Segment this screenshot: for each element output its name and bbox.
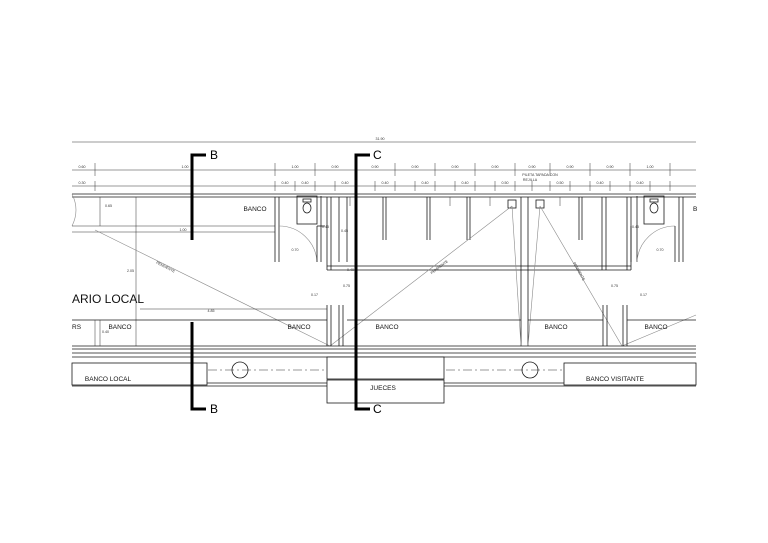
dim-text: 0.50 bbox=[557, 181, 564, 185]
dim-text: 4.85 bbox=[208, 309, 215, 313]
dim-text: 0.17 bbox=[640, 293, 647, 297]
dim-text: 1.00 bbox=[647, 165, 654, 169]
section-c-label: C bbox=[373, 148, 382, 162]
banco-label: BANCO bbox=[644, 324, 667, 331]
dim-text: 0.40 bbox=[282, 181, 289, 185]
dim-text: 0.90 bbox=[372, 165, 379, 169]
door-swing-icon bbox=[278, 225, 318, 263]
drain-callout: PILETA TAPADA CON REJILLA bbox=[522, 173, 558, 182]
dim-text: 0.65 bbox=[105, 204, 112, 208]
room-label: ARIO LOCAL bbox=[72, 292, 144, 306]
dim-text: 0.70 bbox=[657, 248, 664, 252]
banco-local-label: BANCO LOCAL bbox=[85, 376, 132, 383]
pileta-label: PILETA TAPADA CON bbox=[522, 173, 558, 177]
overall-dimension-text: 31.90 bbox=[376, 137, 385, 141]
dim-text: 0.90 bbox=[607, 165, 614, 169]
dim-text: 0.75 bbox=[343, 284, 350, 288]
dimension-row-1: 1.00 1.00 0.90 0.90 0.90 0.90 0.90 0.90 … bbox=[72, 163, 696, 176]
dim-text: 0.90 bbox=[332, 165, 339, 169]
shower-partitions: 0.45 0.40 bbox=[326, 197, 632, 272]
dim-text: 0.90 bbox=[529, 165, 536, 169]
dim-text: 0.40 bbox=[347, 268, 354, 272]
dim-text: 2.05 bbox=[127, 269, 134, 273]
dim-text: 0.70 bbox=[292, 248, 299, 252]
dim-text: 0.30 bbox=[79, 181, 86, 185]
pendiente-label: PENDIENTE bbox=[572, 262, 586, 282]
toilet-stall-right: B 0.70 0.45 bbox=[630, 195, 697, 263]
dim-text: 0.90 bbox=[412, 165, 419, 169]
court-benches: BANCO LOCAL BANCO VISITANTE JUECES bbox=[71, 356, 697, 404]
left-bench-area: BANCO 2.05 0.65 1.00 bbox=[99, 197, 280, 346]
dim-text: 1.00 bbox=[182, 165, 189, 169]
dim-text: 0.45 bbox=[341, 229, 348, 233]
rs-label: RS bbox=[72, 324, 82, 331]
dim-text: 0.17 bbox=[311, 293, 318, 297]
pendiente-label: PENDIENTE bbox=[155, 261, 176, 274]
dim-text: 1.00 bbox=[292, 165, 299, 169]
dim-text: 0.90 bbox=[452, 165, 459, 169]
pileta-label: REJILLA bbox=[523, 178, 538, 182]
dim-text: 0.40 bbox=[637, 181, 644, 185]
toilet-icon bbox=[649, 198, 659, 214]
dim-text: 0.50 bbox=[502, 181, 509, 185]
column-circle-icon bbox=[231, 361, 249, 379]
door-swing-icon bbox=[636, 225, 676, 263]
dim-text: 0.90 bbox=[567, 165, 574, 169]
section-b-label: B bbox=[210, 402, 218, 416]
dim-text: 1.00 bbox=[180, 228, 187, 232]
dim-text: 0.40 bbox=[382, 181, 389, 185]
column-circle-icon bbox=[521, 361, 539, 379]
dim-text: 0.45 bbox=[632, 225, 639, 229]
banco-label: BANCO bbox=[243, 206, 266, 213]
toilet-stall-left: 0.70 0.45 bbox=[278, 195, 329, 263]
dim-text: 0.90 bbox=[492, 165, 499, 169]
dim-text: 0.40 bbox=[102, 330, 109, 334]
section-marker-icon: C C bbox=[354, 148, 382, 416]
dim-text: 0.40 bbox=[302, 181, 309, 185]
bench-row: 4.85 0.17 0.17 0.75 0.75 0.40 RS BANCO B… bbox=[72, 284, 696, 350]
dim-text: 0.75 bbox=[611, 284, 618, 288]
banco-label: BANCO bbox=[287, 324, 310, 331]
dim-text: 0.40 bbox=[342, 181, 349, 185]
overall-dimension: 31.90 bbox=[72, 137, 696, 143]
dim-text: 0.40 bbox=[597, 181, 604, 185]
dim-text: 0.45 bbox=[322, 225, 329, 229]
section-b-label: B bbox=[210, 148, 218, 162]
banco-cut-label: B bbox=[693, 206, 697, 213]
dimension-row-2: 0.30 0.40 0.40 0.40 0.40 0.40 0.40 0.50 … bbox=[72, 181, 696, 191]
toilet-icon bbox=[302, 198, 312, 214]
banco-visitante-label: BANCO VISITANTE bbox=[586, 376, 645, 383]
section-marker-icon: B B bbox=[190, 148, 218, 416]
jueces-label: JUECES bbox=[370, 385, 396, 392]
dim-text: 0.40 bbox=[422, 181, 429, 185]
banco-label: BANCO bbox=[375, 324, 398, 331]
banco-label: BANCO bbox=[108, 324, 131, 331]
dim-text: 0.40 bbox=[462, 181, 469, 185]
banco-label: BANCO bbox=[544, 324, 567, 331]
back-wall bbox=[71, 193, 696, 233]
section-c-label: C bbox=[373, 402, 382, 416]
dim-text: 0.60 bbox=[79, 165, 86, 169]
